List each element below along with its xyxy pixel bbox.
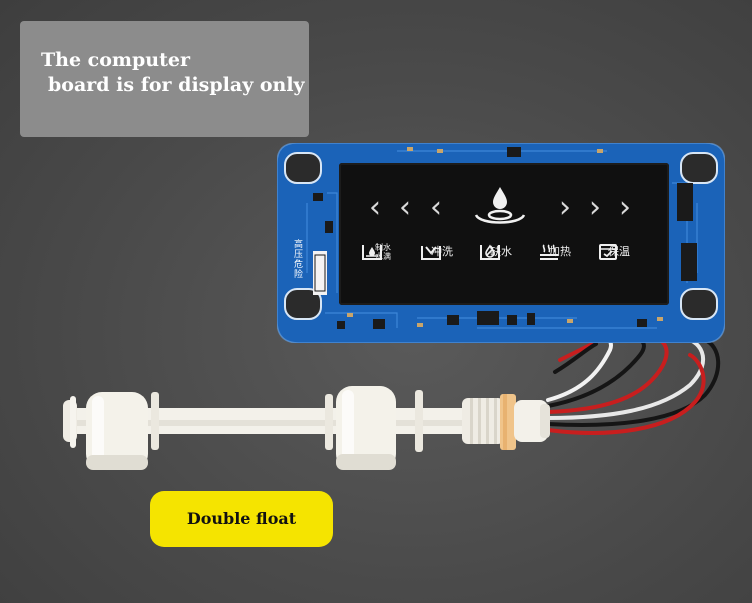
notice-line-1: The computer [41, 49, 190, 71]
key-flush[interactable]: 冲洗 [420, 243, 464, 260]
keep-warm-icon [599, 244, 617, 260]
heating-icon [540, 244, 558, 260]
key-label-water-shortage: 缺水 [490, 245, 512, 258]
chevron-left-icon: ‹ [369, 190, 381, 225]
key-water-shortage[interactable]: 缺水 [479, 243, 523, 260]
chevron-left-icon: ‹ [430, 190, 442, 225]
water-tank-icon [362, 245, 382, 260]
water-shortage-icon [480, 244, 500, 260]
flush-icon [421, 246, 441, 260]
notice-line-2: board is for display only [48, 74, 305, 96]
key-keep-warm[interactable]: 保温 [597, 243, 641, 260]
control-board: 高压危险 ‹ ‹ ‹ › › › 制水 水满 [277, 143, 725, 343]
touch-panel: ‹ ‹ ‹ › › › 制水 水满 冲洗 [339, 163, 669, 305]
caption-text: Double float [186, 509, 297, 528]
double-float-caption: Double float [150, 491, 333, 547]
chevron-right-icon: › [559, 190, 571, 225]
high-voltage-warning-label: 高压危险 [292, 239, 302, 279]
display-only-notice: The computer board is for display only [20, 21, 309, 137]
chevron-right-icon: › [589, 190, 601, 225]
key-label-water-full: 制水 水满 [375, 243, 391, 261]
key-label-flush: 冲洗 [431, 245, 453, 258]
water-drop-icon [474, 187, 526, 224]
key-water-full[interactable]: 制水 水满 [361, 243, 405, 261]
chevron-left-icon: ‹ [399, 190, 411, 225]
chevron-right-icon: › [619, 190, 631, 225]
key-heating[interactable]: 加热 [538, 243, 582, 260]
